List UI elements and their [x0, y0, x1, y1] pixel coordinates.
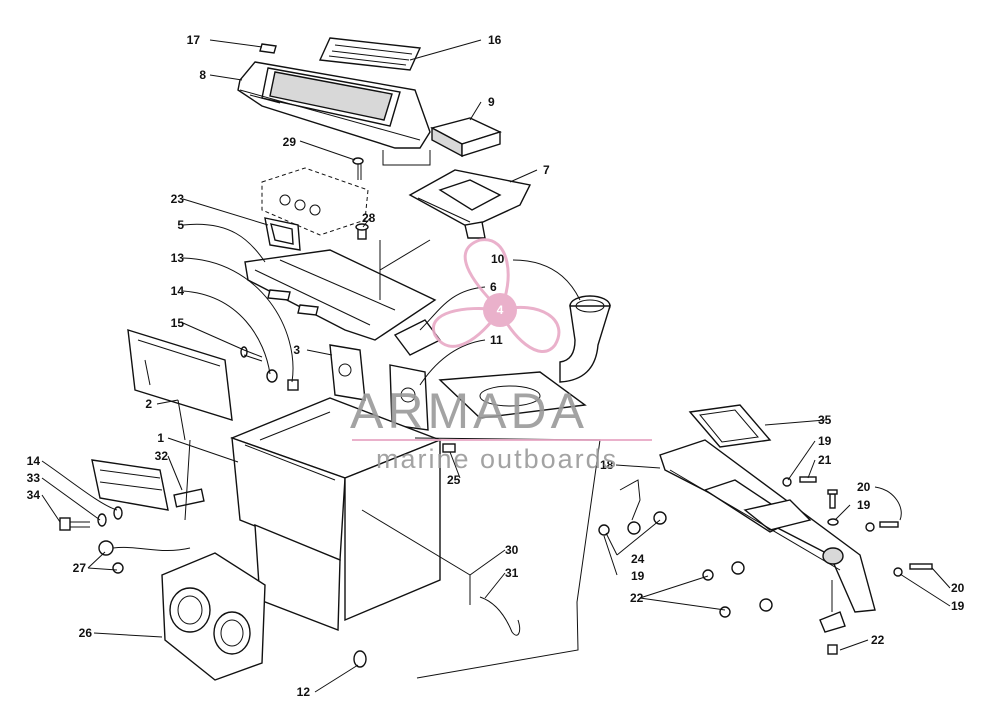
part-34-bolt — [59, 517, 90, 531]
part-19-washer-b — [827, 518, 839, 526]
watermark-brand: ARMADA — [350, 383, 588, 439]
leader-lines — [41, 39, 951, 693]
part-35-seal — [688, 404, 772, 448]
part-9-filter — [430, 117, 502, 158]
part-29-screw — [352, 157, 364, 180]
propeller-logo-icon: 4 — [431, 238, 561, 353]
callout-21: 21 — [818, 453, 832, 467]
part-22-knob — [819, 580, 846, 655]
callout-24: 24 — [631, 552, 645, 566]
part-20-bolt-c — [909, 563, 933, 570]
part-20-bolt-b — [879, 521, 899, 528]
part-20-bolt-a — [827, 489, 838, 509]
callout-labels: 17 16 8 9 29 7 23 28 5 10 13 6 14 15 11 … — [27, 33, 965, 699]
callout-19b: 19 — [857, 498, 871, 512]
part-16-grille — [318, 37, 422, 71]
callout-15: 15 — [171, 316, 185, 330]
part-25-plug — [442, 443, 456, 453]
part-14-washer — [266, 369, 278, 383]
part-19-washer-c — [865, 522, 875, 532]
part-19-washer-a — [782, 477, 792, 487]
part-31-cable — [479, 596, 521, 636]
callout-20a: 20 — [857, 480, 871, 494]
callout-10: 10 — [491, 252, 505, 266]
callout-18: 18 — [600, 458, 614, 472]
callout-17: 17 — [187, 33, 201, 47]
callout-35: 35 — [818, 413, 832, 427]
part-32-sleeve — [173, 488, 205, 508]
part-7-duct-tray — [408, 169, 532, 239]
part-17-clip — [259, 43, 277, 54]
callout-3: 3 — [293, 343, 300, 357]
callout-27: 27 — [73, 561, 87, 575]
part-coil-cluster — [91, 459, 169, 511]
callout-11: 11 — [490, 333, 503, 347]
part-13-spacer — [287, 379, 299, 391]
part-26-fan-shroud — [161, 552, 266, 681]
part-10-elbow — [559, 295, 611, 383]
part-14b-washer — [113, 506, 123, 520]
callout-26: 26 — [79, 626, 93, 640]
callout-20b: 20 — [951, 581, 965, 595]
callout-25: 25 — [447, 473, 461, 487]
callout-14b: 14 — [27, 454, 41, 468]
part-plate — [438, 371, 587, 419]
part-5-bracket-tray — [244, 240, 437, 341]
callout-9: 9 — [488, 95, 495, 109]
callout-6: 6 — [490, 280, 497, 294]
part-module-dashed — [261, 167, 369, 236]
callout-7: 7 — [543, 163, 550, 177]
callout-30: 30 — [505, 543, 519, 557]
watermark: 4 ARMADA marine outboards — [350, 238, 652, 474]
part-23-gasket — [264, 217, 301, 251]
callout-34: 34 — [27, 488, 41, 502]
callout-31: 31 — [505, 566, 519, 580]
part-18-duct — [619, 439, 876, 613]
callout-8: 8 — [199, 68, 206, 82]
callout-32: 32 — [155, 449, 169, 463]
part-gasket-25 — [389, 364, 429, 431]
callout-33: 33 — [27, 471, 41, 485]
part-2-panel — [127, 329, 233, 421]
callout-12: 12 — [297, 685, 311, 699]
part-28-bolt — [355, 223, 369, 240]
part-22-nuts — [598, 511, 773, 618]
part-12-grommet — [353, 650, 367, 668]
part-33-washer — [97, 513, 107, 527]
callout-22b: 22 — [871, 633, 885, 647]
callout-16: 16 — [488, 33, 502, 47]
callout-22a: 22 — [630, 591, 644, 605]
callout-14a: 14 — [171, 284, 185, 298]
callout-19d: 19 — [951, 599, 965, 613]
part-15-screw — [240, 346, 263, 362]
part-8-lid — [237, 61, 431, 149]
callout-28: 28 — [362, 211, 376, 225]
callout-19a: 19 — [818, 434, 832, 448]
callout-19c: 19 — [631, 569, 645, 583]
callout-29: 29 — [283, 135, 297, 149]
watermark-tagline: marine outboards — [376, 444, 618, 474]
callout-5: 5 — [177, 218, 184, 232]
part-knob-top — [822, 547, 844, 565]
callout-23: 23 — [171, 192, 185, 206]
part-1-airbox — [230, 397, 442, 632]
part-27-cable — [98, 540, 191, 574]
callout-2: 2 — [145, 397, 152, 411]
callout-1: 1 — [157, 431, 164, 445]
callout-13: 13 — [171, 251, 185, 265]
logo-number: 4 — [497, 303, 504, 317]
part-3-gasket — [329, 344, 366, 401]
